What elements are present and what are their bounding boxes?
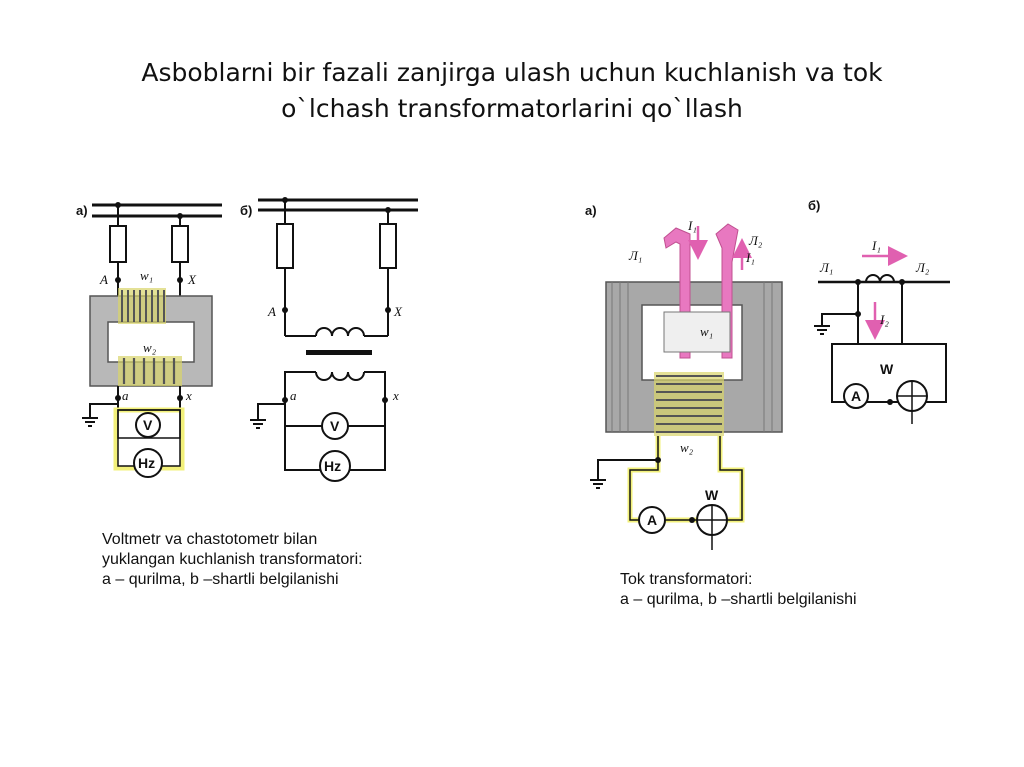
vt-sym-frequency-meter: Hz xyxy=(324,458,341,474)
caption-voltage-transformer: Voltmetr va chastotometr bilan yuklangan… xyxy=(102,530,363,590)
vt-secondary-winding: w₂ xyxy=(118,340,182,386)
title-line-1: Asboblarni bir fazali zanjirga ulash uch… xyxy=(141,58,883,87)
caption-right-line-1: Tok transformatori: xyxy=(620,571,753,588)
vt-frequency-meter xyxy=(133,448,163,478)
ct-L1: Л₁ xyxy=(628,248,642,263)
vt-primary-winding xyxy=(118,288,166,324)
vt-w2-label: w₂ xyxy=(143,340,157,355)
ct-w1-label: w₁ xyxy=(700,324,713,339)
voltage-transformer-device: а) A X w₁ w₂ a x xyxy=(76,202,222,478)
vt-sym-secondary-coil xyxy=(315,371,365,381)
ct-sym-primary-coil xyxy=(865,274,895,283)
ct-secondary-winding: w₂ xyxy=(654,372,724,455)
ct-w2-label: w₂ xyxy=(680,440,694,455)
vt-sym-primary-coil xyxy=(315,327,365,337)
vt-fuse-1 xyxy=(109,225,127,263)
vt-voltmeter-label: V xyxy=(143,417,153,433)
caption-current-transformer: Tok transformatori: a – qurilma, b –shar… xyxy=(620,570,857,610)
voltage-transformer-symbol: б) A X a x V Hz xyxy=(240,197,418,482)
title-line-2: o`lchash transformatorlarini qo`llash xyxy=(281,94,743,123)
vt-label-b: б) xyxy=(240,203,252,218)
current-transformer-device: а) Л₁ Л₂ I₁ I₁ w₁ w₂ A xyxy=(585,203,783,550)
vt-terminal-A: A xyxy=(99,272,108,287)
vt-w1-label: w₁ xyxy=(140,268,153,283)
ct-wattmeter-label: W xyxy=(705,487,719,503)
vt-frequency-meter-label: Hz xyxy=(138,455,155,471)
vt-sym-voltmeter: V xyxy=(330,418,340,434)
vt-sym-A: A xyxy=(267,304,276,319)
ct-ammeter-label: A xyxy=(647,512,657,528)
vt-voltmeter xyxy=(135,412,161,438)
ct-label-a: а) xyxy=(585,203,597,218)
caption-left-line-1: Voltmetr va chastotometr bilan xyxy=(102,531,318,548)
ct-I1-top: I₁ xyxy=(687,218,697,233)
caption-left-line-2: yuklangan kuchlanish transformatori: xyxy=(102,551,363,568)
ct-L2: Л₂ xyxy=(748,233,763,248)
caption-right-line-2: a – qurilma, b –shartli belgilanishi xyxy=(620,591,857,608)
vt-sym-a: a xyxy=(290,388,297,403)
ct-sym-L1: Л₁ xyxy=(819,260,833,275)
ct-sym-ammeter: A xyxy=(851,388,861,404)
ct-I1-side: I₁ xyxy=(745,250,755,265)
ct-sym-I1: I₁ xyxy=(871,238,881,253)
vt-terminal-X: X xyxy=(187,272,197,287)
slide-title: Asboblarni bir fazali zanjirga ulash uch… xyxy=(0,55,1024,127)
vt-fuse-2 xyxy=(171,225,189,263)
ct-sym-I2: I₂ xyxy=(879,312,889,327)
caption-left-line-3: a – qurilma, b –shartli belgilanishi xyxy=(102,571,339,588)
vt-terminal-x: x xyxy=(185,388,192,403)
vt-label-a: а) xyxy=(76,203,88,218)
vt-sym-x: x xyxy=(392,388,399,403)
ct-label-b: б) xyxy=(808,198,820,213)
ct-ammeter xyxy=(638,506,666,534)
ct-sym-wattmeter: W xyxy=(880,361,894,377)
vt-sym-X: X xyxy=(393,304,403,319)
ct-sym-L2: Л₂ xyxy=(915,260,930,275)
current-transformer-symbol: б) Л₁ Л₂ I₁ I₂ A W xyxy=(808,198,950,424)
vt-terminal-a: a xyxy=(122,388,129,403)
